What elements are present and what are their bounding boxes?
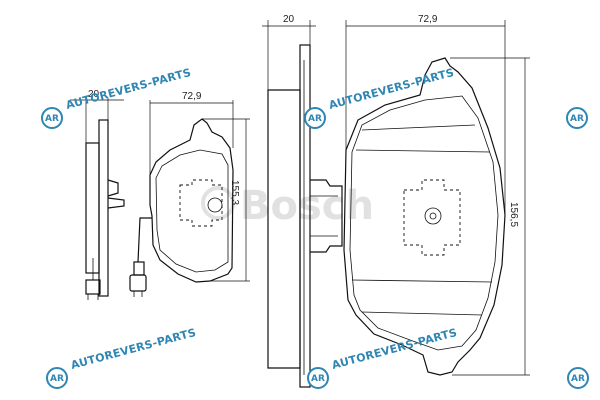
watermark-text: AUTOREVERS-PARTS	[327, 66, 455, 112]
watermark-logo-icon	[304, 107, 326, 129]
watermark-logo-icon	[46, 367, 68, 389]
right-height-dimension: 156,5	[450, 57, 530, 376]
left-pad-center-hole	[207, 197, 223, 213]
watermark-logo-icon	[566, 107, 588, 129]
right-pad-center-hole	[424, 207, 442, 225]
right-pad-outer-frame	[267, 89, 301, 369]
watermark-top-center: AR AUTOREVERS-PARTS	[304, 66, 455, 129]
brand-watermark: Bosch	[201, 183, 374, 229]
watermark-bottom-left: AR AUTOREVERS-PARTS	[46, 326, 197, 389]
right-thickness-dimension: 20	[262, 14, 316, 90]
right-height-label: 156,5	[508, 202, 519, 227]
watermark-text: AUTOREVERS-PARTS	[330, 326, 458, 372]
watermark-logo-letters: AR	[571, 374, 585, 384]
watermark-top-right: AR	[566, 107, 588, 129]
right-pad-groove-bottom	[351, 279, 493, 283]
left-width-dimension: 72,9	[149, 91, 234, 175]
right-pad-backing-plate	[299, 44, 311, 388]
right-thickness-label: 20	[283, 14, 295, 25]
watermark-logo-letters: AR	[308, 114, 322, 124]
watermark-logo-icon	[307, 367, 329, 389]
watermark-bottom-center: AR AUTOREVERS-PARTS	[307, 326, 458, 389]
left-pad-clip-top	[107, 179, 119, 197]
left-height-dimension: 155,3	[202, 118, 250, 282]
left-sensor-connector	[85, 279, 101, 295]
watermark-logo-letters: AR	[45, 114, 59, 124]
left-thickness-dimension: 20	[70, 89, 124, 143]
watermark-text: AUTOREVERS-PARTS	[69, 326, 197, 372]
left-pad-backing-plate	[98, 119, 109, 297]
watermark-logo-letters: AR	[570, 114, 584, 124]
left-width-label: 72,9	[182, 91, 202, 102]
left-wear-sensor-lead	[137, 217, 152, 263]
left-pad-friction-layer	[85, 142, 100, 274]
left-pad-piston-recess	[179, 179, 223, 227]
right-pad-chamfer-top	[361, 124, 476, 131]
brand-logo-ring	[201, 186, 235, 220]
watermark-logo-icon	[41, 107, 63, 129]
right-width-label: 72,9	[418, 14, 438, 25]
right-width-dimension: 72,9	[345, 14, 506, 215]
brand-watermark-text: Bosch	[240, 183, 374, 229]
left-wear-sensor-plug	[129, 274, 147, 292]
right-pad-chamfer-bottom	[361, 311, 483, 316]
left-pad-clip-bottom	[107, 197, 125, 209]
left-height-label: 155,3	[229, 180, 240, 205]
watermark-logo-icon	[567, 367, 589, 389]
left-thickness-label: 20	[88, 89, 100, 100]
right-pad-side-view	[267, 44, 343, 388]
left-wear-sensor-clip	[133, 261, 145, 276]
left-pad-friction-outline	[155, 149, 229, 273]
watermark-logo-letters: AR	[311, 374, 325, 384]
left-pad-outline	[149, 118, 234, 283]
right-pad-front-view	[343, 57, 506, 376]
watermark-top-left: AR AUTOREVERS-PARTS	[41, 66, 192, 129]
watermark-bottom-right: AR	[567, 367, 589, 389]
watermark-text: AUTOREVERS-PARTS	[64, 66, 192, 112]
watermark-logo-letters: AR	[50, 374, 64, 384]
right-pad-friction-outline	[349, 95, 499, 351]
right-pad-piston-recess	[403, 179, 461, 256]
right-pad-clip	[310, 179, 343, 253]
right-pad-outline	[343, 57, 506, 376]
left-pad-front-view	[129, 118, 234, 297]
left-pad-side-view	[85, 119, 125, 300]
right-pad-groove-top	[355, 149, 491, 153]
right-pad-center-pin	[429, 212, 437, 220]
